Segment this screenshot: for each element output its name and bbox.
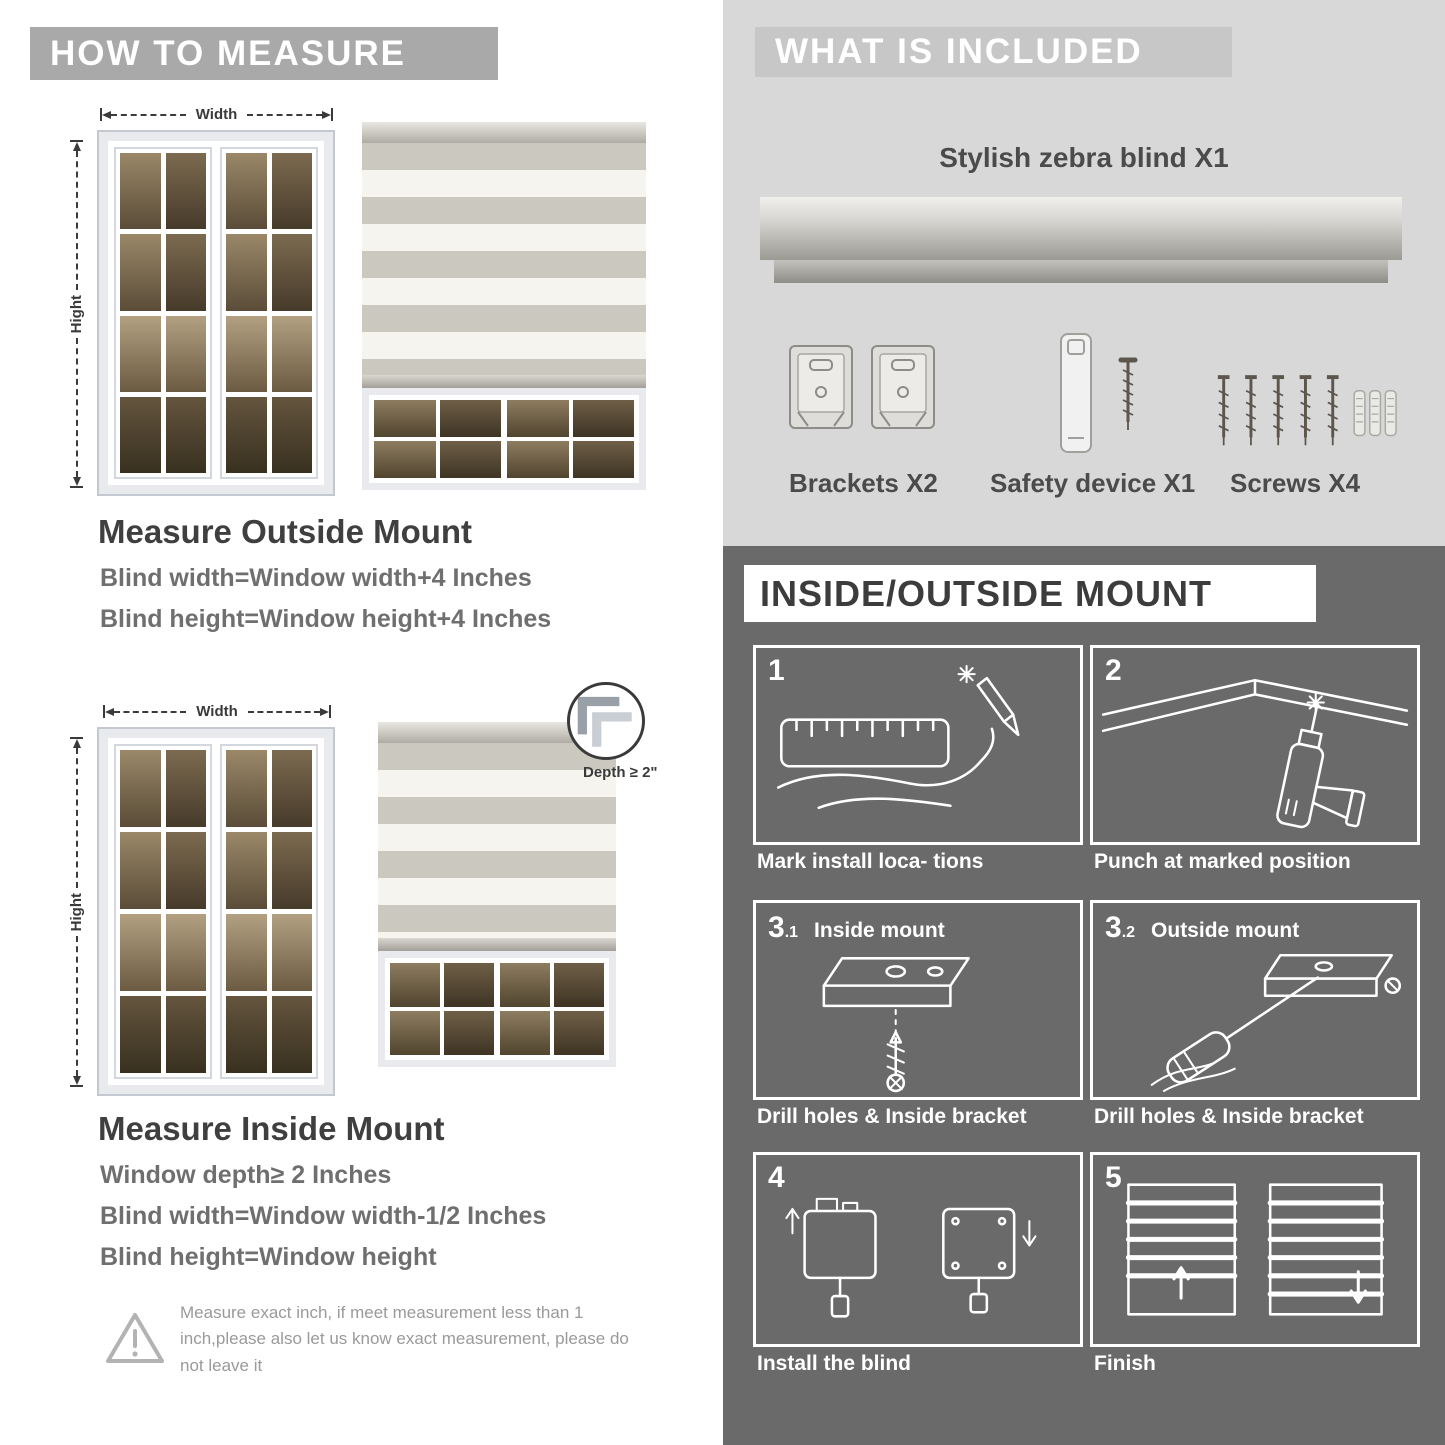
blind-bottomrail: [362, 375, 646, 388]
step-caption-5: Finish: [1094, 1352, 1156, 1375]
blind-bottomrail: [378, 938, 616, 951]
headrail-valance: [774, 260, 1388, 283]
headrail-illustration: [760, 197, 1402, 260]
measure-warning-text: Measure exact inch, if meet measurement …: [180, 1303, 629, 1375]
safety-device-icon: [1060, 333, 1138, 453]
step-subtitle: Outside mount: [1151, 919, 1300, 942]
height-arrow-inside: Hight: [68, 737, 85, 1088]
width-label: Width: [195, 106, 238, 123]
blind-headrail: [362, 122, 646, 143]
warning-triangle-icon: [106, 1313, 164, 1363]
arrow-left-icon: [102, 110, 111, 119]
install-blind-illustration: [785, 1197, 1037, 1318]
included-title: WHAT IS INCLUDED: [775, 32, 1143, 71]
arrow-up-icon: [72, 142, 81, 151]
brackets-icon: [789, 345, 935, 429]
step-number: 3: [1105, 911, 1122, 944]
depth-callout-circle: [567, 682, 645, 760]
step-number: 5: [1105, 1161, 1122, 1194]
mount-title: INSIDE/OUTSIDE MOUNT: [760, 572, 1213, 614]
arrow-up-icon: [72, 739, 81, 748]
step-heading: 3.1 Inside mount: [768, 911, 945, 944]
how-to-measure-banner: HOW TO MEASURE: [30, 27, 498, 80]
step-panel-3-2: 3.2 Outside mount: [1090, 900, 1420, 1100]
step-panel-4: 4: [753, 1152, 1083, 1347]
step-panel-3-1: 3.1 Inside mount: [753, 900, 1083, 1100]
safety-device-label: Safety device X1: [990, 468, 1196, 498]
step-heading: 3.2 Outside mount: [1105, 911, 1300, 944]
brackets-label: Brackets X2: [789, 468, 938, 498]
screws-label: Screws X4: [1230, 468, 1361, 498]
step-panel-2: 2: [1090, 645, 1420, 845]
inside-mount-title: Measure Inside Mount: [98, 1110, 445, 1147]
mark-location-illustration: [777, 665, 1020, 810]
outside-bracket-illustration: [1150, 954, 1402, 1092]
step-panel-1: 1: [753, 645, 1083, 845]
window-corner-icon: [577, 696, 632, 747]
step-caption-2: Punch at marked position: [1094, 850, 1351, 873]
width-label: Width: [196, 703, 238, 720]
inside-formula-height: Blind height=Window height: [100, 1243, 437, 1271]
zebra-blind-illustration-outside: [362, 122, 646, 490]
mount-banner: INSIDE/OUTSIDE MOUNT: [744, 565, 1316, 622]
step-number: 3: [768, 911, 785, 944]
arrow-down-icon: [72, 477, 81, 487]
inside-depth-rule: Window depth≥ 2 Inches: [100, 1161, 392, 1189]
outside-formula-height: Blind height=Window height+4 Inches: [100, 605, 552, 633]
window-illustration-inside: [97, 727, 335, 1096]
height-label: Hight: [68, 294, 85, 334]
finish-illustration: [1125, 1183, 1385, 1316]
outside-mount-title: Measure Outside Mount: [98, 513, 473, 550]
step-subtitle: Inside mount: [814, 919, 945, 942]
height-label: Hight: [68, 892, 85, 932]
arrow-right-icon: [320, 707, 330, 716]
arrow-left-icon: [105, 707, 114, 716]
outside-formula-width: Blind width=Window width+4 Inches: [100, 564, 532, 592]
included-blind-label: Stylish zebra blind X1: [939, 142, 1229, 173]
arrow-down-icon: [72, 1076, 81, 1086]
width-arrow-outside: Width: [100, 106, 334, 123]
blind-stripes: [378, 743, 616, 938]
blind-headrail: [378, 722, 616, 743]
inside-formula-width: Blind width=Window width-1/2 Inches: [100, 1202, 547, 1230]
drill-illustration: [1101, 678, 1409, 829]
step-number: 1: [768, 654, 785, 687]
zebra-blind-illustration-inside: [378, 722, 616, 1067]
inside-bracket-illustration: [822, 957, 970, 1093]
arrow-right-icon: [322, 110, 332, 119]
step-panel-5: 5: [1090, 1152, 1420, 1347]
blind-stripes: [362, 143, 646, 375]
step-number: 4: [768, 1161, 785, 1194]
included-banner: WHAT IS INCLUDED: [755, 27, 1232, 77]
window-illustration-outside: [97, 130, 335, 496]
step-caption-4: Install the blind: [757, 1352, 912, 1375]
window-behind-blind: [362, 388, 646, 490]
width-arrow-inside: Width: [103, 703, 332, 720]
height-arrow-outside: Hight: [68, 140, 85, 489]
step-caption-3-1: Drill holes & Inside bracket: [757, 1105, 1027, 1128]
how-to-measure-title: HOW TO MEASURE: [50, 33, 406, 73]
step-number: 2: [1105, 654, 1122, 687]
depth-callout-label: Depth ≥ 2": [583, 764, 658, 781]
window-behind-blind: [378, 951, 616, 1067]
step-caption-1: Mark install loca- tions: [757, 850, 984, 873]
step-caption-3-2: Drill holes & Inside bracket: [1094, 1105, 1364, 1128]
screws-icon: [1217, 375, 1397, 446]
